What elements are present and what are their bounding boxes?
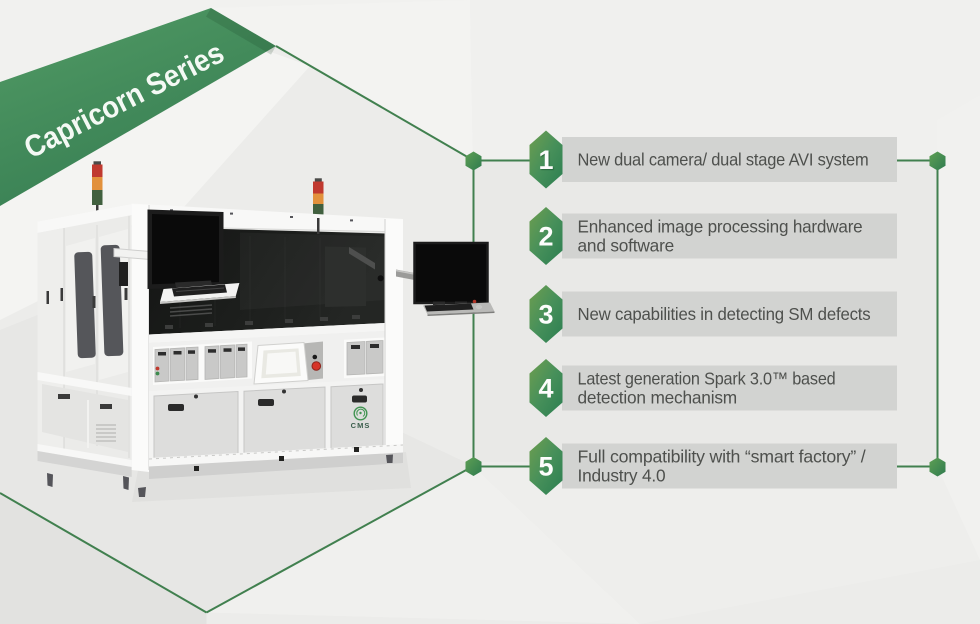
- svg-text:and software: and software: [578, 235, 675, 255]
- svg-text:1: 1: [538, 145, 553, 175]
- svg-text:Enhanced image processing hard: Enhanced image processing hardware: [578, 217, 863, 237]
- svg-text:2: 2: [538, 222, 553, 252]
- svg-text:5: 5: [538, 452, 553, 482]
- svg-text:4: 4: [538, 374, 553, 404]
- svg-text:New dual camera/ dual stage AV: New dual camera/ dual stage AVI system: [578, 150, 869, 170]
- svg-text:Full compatibility with “smart: Full compatibility with “smart factory” …: [578, 447, 866, 467]
- svg-text:3: 3: [538, 300, 553, 330]
- svg-text:New capabilities in detecting: New capabilities in detecting SM defects: [578, 304, 872, 324]
- svg-text:Industry 4.0: Industry 4.0: [578, 465, 666, 485]
- svg-text:detection mechanism: detection mechanism: [578, 387, 738, 407]
- svg-text:Latest generation Spark 3.0™ b: Latest generation Spark 3.0™ based: [578, 369, 836, 389]
- svg-text:CMS: CMS: [351, 421, 371, 430]
